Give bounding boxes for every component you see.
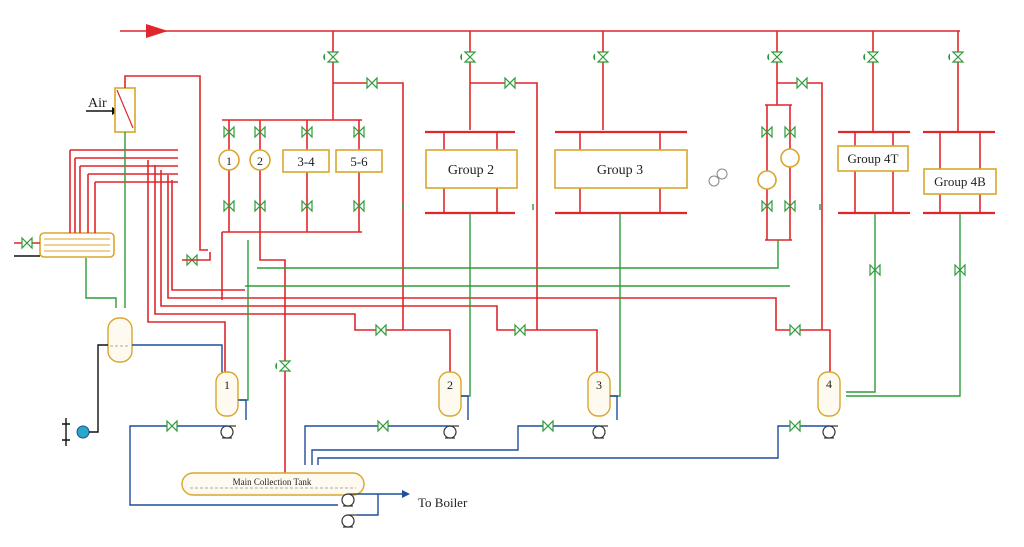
valve-icon <box>504 77 516 89</box>
separator-icon <box>708 168 728 187</box>
feedwater-lines <box>62 344 829 506</box>
unit-2-label: 2 <box>257 154 263 168</box>
main-collection-tank: Main Collection Tank To Boiler <box>181 472 468 528</box>
condensate-lines <box>240 204 966 401</box>
group-3-unit: Group 3 <box>554 130 688 215</box>
valve-icon <box>593 51 609 63</box>
valve-icon <box>789 324 801 336</box>
valve-icon <box>460 51 476 63</box>
valve-icon <box>377 420 389 432</box>
main-steam-header <box>120 24 960 38</box>
pump-icon <box>220 425 237 439</box>
pump-icon <box>76 425 90 439</box>
valve-icon <box>366 77 378 89</box>
bypass-lines <box>333 77 823 330</box>
pump-icon <box>341 514 358 528</box>
air-label: Air <box>88 96 107 111</box>
pump-icon <box>592 425 609 439</box>
valve-icon <box>948 51 964 63</box>
group-4-heaters <box>757 104 800 241</box>
tank-2-label: 2 <box>447 378 453 392</box>
group-2-unit: Group 2 <box>425 130 518 215</box>
group-4b-label: Group 4B <box>934 174 986 189</box>
flash-tank-3: 2 <box>438 371 462 417</box>
tank-1-label: 1 <box>224 378 230 392</box>
main-tank-label: Main Collection Tank <box>233 477 312 487</box>
unit-34-label: 3-4 <box>297 154 315 169</box>
group-4t-unit: Group 4T <box>837 130 910 215</box>
to-boiler-label: To Boiler <box>418 495 468 510</box>
valve-icon <box>166 420 178 432</box>
condensate-return-lines <box>147 160 831 480</box>
valve-icon <box>796 77 808 89</box>
group-1-units: 1 2 3-4 5-6 <box>218 119 383 233</box>
unit-3-4 <box>282 149 330 173</box>
valve-icon <box>275 360 291 372</box>
flash-tank-5: 4 <box>817 371 841 417</box>
valve-icon <box>542 420 554 432</box>
valve-icon <box>767 51 783 63</box>
valve-icon <box>789 420 801 432</box>
unit-56-label: 5-6 <box>350 154 368 169</box>
air-preheater: Air <box>86 75 211 266</box>
group-3-label: Group 3 <box>597 163 643 178</box>
heat-exchanger <box>14 132 178 308</box>
unit-5-6 <box>335 149 383 173</box>
pumps <box>76 425 839 439</box>
valve-icon <box>514 324 526 336</box>
group-4b-unit: Group 4B <box>923 130 997 215</box>
pump-icon <box>341 493 358 507</box>
group-2-label: Group 2 <box>448 163 494 178</box>
flash-tank-1 <box>107 317 223 378</box>
steam-branches <box>323 31 964 132</box>
unit-1 <box>218 149 240 171</box>
flash-tank-2: 1 <box>215 371 239 417</box>
valve-icon <box>323 51 339 63</box>
pump-icon <box>443 425 460 439</box>
pump-icon <box>822 425 839 439</box>
unit-2 <box>249 149 271 171</box>
tank-4-label: 4 <box>826 377 832 391</box>
valve-icon <box>21 237 33 249</box>
valve-icon <box>863 51 879 63</box>
tank-3-label: 3 <box>596 378 602 392</box>
flash-tank-4: 3 <box>587 371 611 417</box>
valve-icon <box>375 324 387 336</box>
group-4t-label: Group 4T <box>848 151 899 166</box>
unit-1-label: 1 <box>226 154 232 168</box>
